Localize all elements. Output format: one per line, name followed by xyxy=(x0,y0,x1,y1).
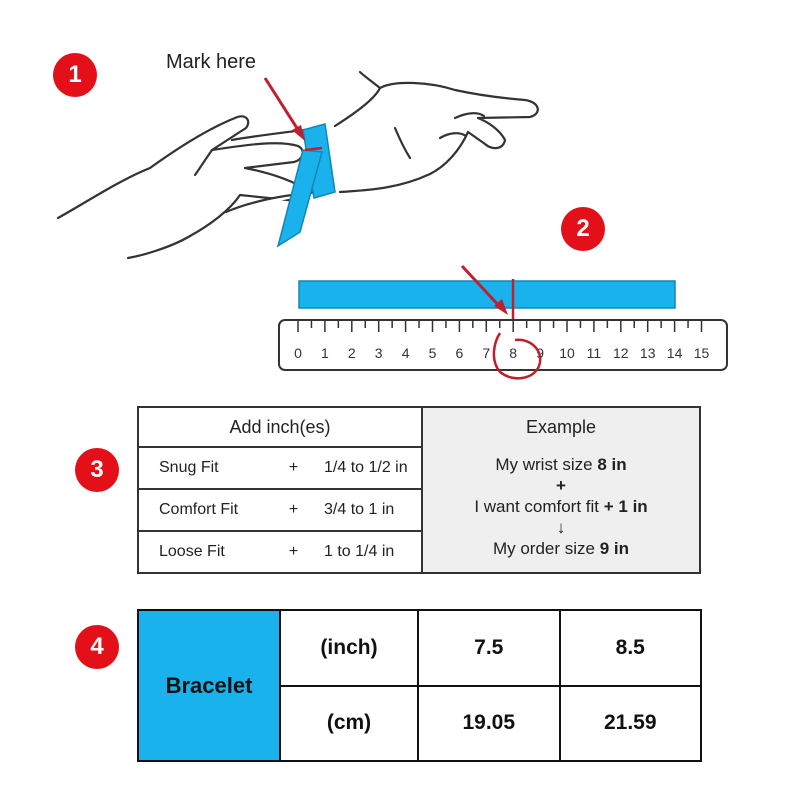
fit-name: Loose Fit xyxy=(159,543,225,560)
example-plus: + xyxy=(556,475,566,496)
size-value: 7.5 xyxy=(417,611,559,685)
example-panel: Example My wrist size 8 in + I want comf… xyxy=(423,408,699,572)
size-value: 21.59 xyxy=(558,686,701,760)
highlight-circle xyxy=(492,332,542,380)
ruler-number: 1 xyxy=(321,345,329,361)
ruler-ticks xyxy=(297,320,703,332)
example-line-wrist: My wrist size 8 in xyxy=(495,454,626,475)
example-value: 9 in xyxy=(599,538,630,558)
step-badge-4: 4 xyxy=(75,625,119,669)
fit-range: 1/4 to 1/2 in xyxy=(324,459,408,476)
example-text: My order size xyxy=(492,538,600,558)
example-body: My wrist size 8 in + I want comfort fit … xyxy=(423,446,699,572)
fit-name: Comfort Fit xyxy=(159,501,239,518)
ruler-number: 2 xyxy=(348,345,356,361)
fit-row-loose: Loose Fit + 1 to 1/4 in xyxy=(139,530,421,572)
ruler-number: 12 xyxy=(613,345,629,361)
fit-plus: + xyxy=(288,459,299,476)
fit-options: Add inch(es) Snug Fit + 1/4 to 1/2 in Co… xyxy=(139,408,423,572)
mark-here-arrow xyxy=(263,77,305,141)
mark-here-label: Mark here xyxy=(166,51,257,73)
fit-name: Snug Fit xyxy=(159,459,219,476)
fit-row-comfort: Comfort Fit + 3/4 to 1 in xyxy=(139,488,421,530)
example-line-order: My order size 9 in xyxy=(493,538,629,559)
step-badge-2: 2 xyxy=(561,207,605,251)
size-row-cm: (cm) 19.05 21.59 xyxy=(281,684,701,760)
example-value: 8 in xyxy=(597,454,627,474)
fit-table: Add inch(es) Snug Fit + 1/4 to 1/2 in Co… xyxy=(137,406,701,574)
ruler-number: 5 xyxy=(429,345,437,361)
ruler-number: 0 xyxy=(294,345,302,361)
ruler-number: 8 xyxy=(509,345,517,361)
measuring-tape-wrist xyxy=(276,123,336,248)
fit-plus: + xyxy=(288,543,299,560)
example-value: + 1 in xyxy=(603,496,648,516)
example-header: Example xyxy=(525,416,597,437)
size-table: Bracelet (inch) 7.5 8.5 (cm) 19.05 21.59 xyxy=(137,609,702,762)
ruler-number: 4 xyxy=(402,345,410,361)
fit-range: 1 to 1/4 in xyxy=(324,543,395,560)
size-value: 19.05 xyxy=(417,686,559,760)
ruler xyxy=(278,319,728,371)
size-value: 8.5 xyxy=(558,611,701,685)
fit-header: Add inch(es) xyxy=(139,408,421,448)
ruler-number: 10 xyxy=(559,345,575,361)
fit-plus: + xyxy=(288,501,299,518)
ruler-number: 7 xyxy=(482,345,490,361)
step-badge-3: 3 xyxy=(75,448,119,492)
step-badge-1: 1 xyxy=(53,53,97,97)
ruler-number: 6 xyxy=(456,345,464,361)
down-arrow-icon: ↓ xyxy=(556,517,566,537)
size-grid: (inch) 7.5 8.5 (cm) 19.05 21.59 xyxy=(281,611,700,760)
ruler-number: 11 xyxy=(587,345,602,361)
ruler-arrow xyxy=(460,264,508,315)
ruler-number: 15 xyxy=(694,345,710,361)
ruler-number: 14 xyxy=(667,345,683,361)
unit-cell: (cm) xyxy=(326,711,372,735)
size-row-inch: (inch) 7.5 8.5 xyxy=(281,611,700,685)
unit-cell: (inch) xyxy=(320,635,378,659)
bracelet-label: Bracelet xyxy=(139,611,281,760)
example-line-fit: I want comfort fit + 1 in xyxy=(474,496,647,517)
fit-range: 3/4 to 1 in xyxy=(324,501,395,518)
ruler-number: 3 xyxy=(375,345,383,361)
ruler-number: 13 xyxy=(640,345,656,361)
example-text: My wrist size xyxy=(495,454,598,474)
plus-sign: + xyxy=(556,475,566,495)
fit-row-snug: Snug Fit + 1/4 to 1/2 in xyxy=(139,448,421,488)
example-text: I want comfort fit xyxy=(474,496,604,516)
